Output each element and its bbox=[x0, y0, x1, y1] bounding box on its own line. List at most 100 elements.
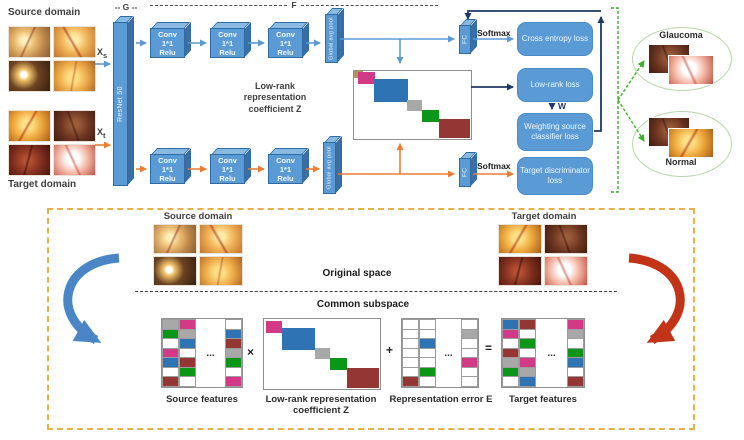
f-dash-right bbox=[300, 5, 439, 12]
z-block-green bbox=[330, 358, 347, 370]
z-block-maroon bbox=[347, 368, 379, 388]
source-domain-label: Source domain bbox=[8, 7, 81, 18]
target-subspace-curved-arrow bbox=[628, 253, 685, 344]
low-rank-loss-box: Low-rank loss bbox=[517, 68, 593, 102]
panel-source-domain-label: Source domain bbox=[163, 211, 233, 222]
matrix-cell bbox=[461, 376, 478, 388]
representation-error-matrix: ... bbox=[401, 318, 479, 388]
z-block-maroon bbox=[439, 119, 470, 138]
fundus-image bbox=[199, 256, 243, 286]
global-avg-pool-target: Global avg pool bbox=[323, 136, 342, 194]
softmax-label-source: Softmax bbox=[477, 28, 511, 38]
weighting-source-classifier-loss-box: Weighting source classifier loss bbox=[517, 113, 593, 151]
xt-label: Xt bbox=[97, 127, 106, 140]
fundus-image bbox=[8, 26, 51, 58]
target-features-matrix: ... bbox=[501, 318, 585, 388]
times-operator: × bbox=[247, 345, 255, 359]
to-glaucoma-arrow bbox=[617, 60, 645, 101]
fundus-image bbox=[153, 256, 197, 286]
fundus-image bbox=[53, 26, 96, 58]
z-block-green bbox=[422, 110, 439, 122]
resnet50-block: ResNet 50 bbox=[113, 16, 134, 186]
softmax-label-target: Softmax bbox=[477, 161, 511, 171]
matrix-column bbox=[519, 319, 536, 388]
matrix-column bbox=[162, 319, 179, 388]
z-block-blue bbox=[374, 79, 408, 102]
global-avg-pool-source: Global avg pool bbox=[325, 8, 344, 63]
matrix-cell bbox=[162, 376, 179, 388]
representation-error-label: Representation error E bbox=[389, 394, 493, 405]
matrix-cell bbox=[567, 376, 584, 388]
glaucoma-image-2 bbox=[668, 55, 714, 85]
matrix-cell bbox=[519, 376, 536, 388]
matrix-cell bbox=[179, 376, 196, 388]
matrix-column bbox=[419, 319, 436, 388]
source-domain-images bbox=[8, 26, 96, 92]
matrix-column bbox=[461, 319, 478, 388]
matrix-ellipsis: ... bbox=[547, 347, 556, 359]
w-label: W bbox=[558, 101, 567, 111]
z-block-gray bbox=[315, 348, 330, 359]
low-rank-coefficient-matrix-bottom bbox=[263, 318, 381, 390]
target-features-label: Target features bbox=[509, 394, 577, 405]
space-divider bbox=[135, 291, 617, 292]
to-normal-arrow bbox=[617, 99, 645, 142]
fundus-image bbox=[544, 256, 588, 286]
fundus-image bbox=[8, 144, 51, 176]
z-block-blue bbox=[282, 328, 315, 350]
weighting-feedback-up bbox=[594, 16, 605, 132]
low-rank-coefficient-matrix bbox=[353, 70, 472, 140]
matrix-column bbox=[402, 319, 419, 388]
cross-entropy-loss-box: Cross entropy loss bbox=[517, 22, 593, 56]
fundus-image bbox=[8, 110, 51, 142]
subspace-panel bbox=[47, 208, 695, 430]
panel-target-domain-label: Target domain bbox=[511, 211, 577, 222]
panel-source-images bbox=[153, 224, 243, 286]
original-space-label: Original space bbox=[322, 268, 392, 279]
normal-label: Normal bbox=[665, 157, 697, 167]
f-label: F bbox=[291, 0, 297, 10]
green-bracket bbox=[611, 7, 619, 193]
fundus-image bbox=[199, 224, 243, 254]
fundus-image bbox=[8, 60, 51, 92]
fundus-image bbox=[53, 110, 96, 142]
feedback-to-fc bbox=[464, 10, 601, 20]
generator-g-label: -- G -- bbox=[114, 2, 138, 12]
z-block-gray bbox=[407, 100, 422, 111]
class-arrows bbox=[611, 7, 645, 193]
target-path-arrows bbox=[95, 141, 514, 178]
fc-target: FC bbox=[459, 152, 477, 187]
glaucoma-label: Glaucoma bbox=[659, 30, 703, 40]
target-discriminator-loss-box: Target discriminator loss bbox=[517, 157, 593, 195]
source-features-matrix: ... bbox=[161, 318, 243, 388]
z-block-pink bbox=[266, 321, 282, 333]
feature-extractor-f-line: F bbox=[150, 0, 439, 12]
fundus-image bbox=[153, 224, 197, 254]
fundus-image bbox=[53, 60, 96, 92]
fundus-image bbox=[498, 224, 542, 254]
matrix-column bbox=[179, 319, 196, 388]
z-block-pink bbox=[358, 72, 375, 84]
fundus-image bbox=[544, 224, 588, 254]
panel-target-images bbox=[498, 224, 588, 286]
matrix-cell bbox=[225, 376, 242, 388]
source-path-arrows bbox=[95, 35, 514, 68]
plus-operator: + bbox=[386, 343, 394, 357]
matrix-column bbox=[502, 319, 519, 388]
matrix-ellipsis: ... bbox=[206, 347, 215, 359]
equals-operator: = bbox=[485, 341, 493, 355]
matrix-column bbox=[225, 319, 242, 388]
source-subspace-curved-arrow bbox=[63, 253, 120, 344]
z-matrix-label: Low-rank representation coefficient Z bbox=[265, 394, 377, 417]
matrix-cell bbox=[402, 376, 419, 388]
common-subspace-label: Common subspace bbox=[316, 299, 410, 310]
matrix-cell bbox=[502, 376, 519, 388]
fc-source: FC bbox=[459, 19, 477, 54]
fundus-image bbox=[498, 256, 542, 286]
